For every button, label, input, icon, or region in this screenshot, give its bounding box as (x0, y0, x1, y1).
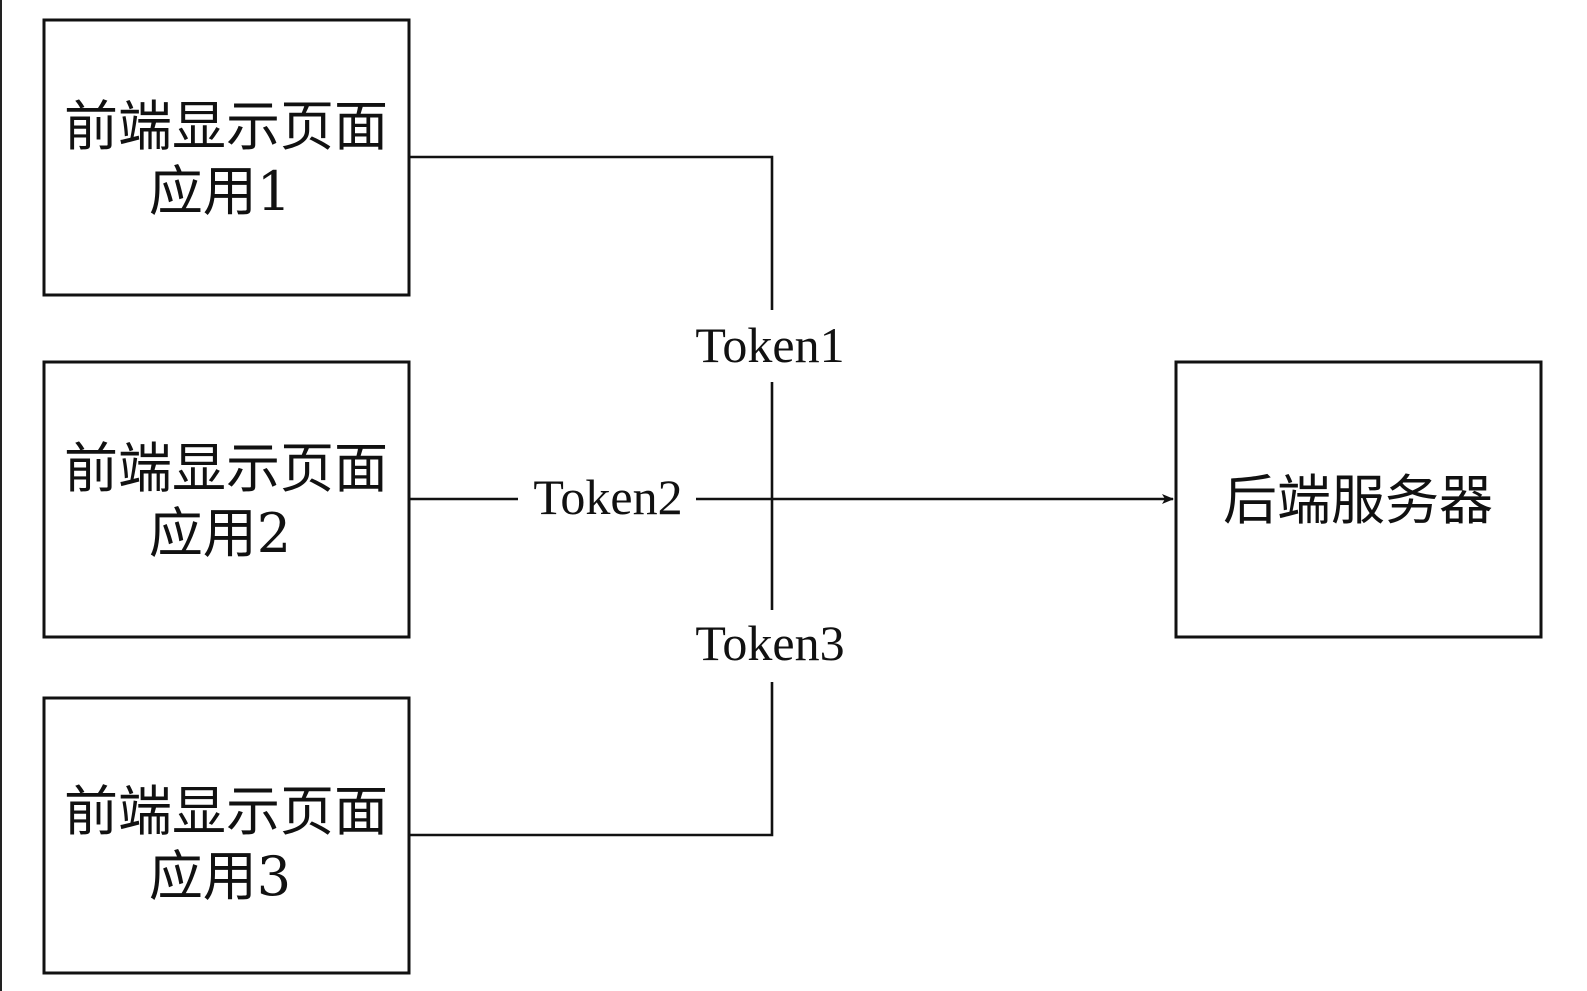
backend-server-label: 后端服务器 (1223, 469, 1493, 532)
frontend-app-3-line1: 前端显示页面 (64, 780, 388, 843)
frontend-app-3: 前端显示页面 应用3 (42, 696, 411, 975)
left-edge-line (0, 0, 2, 991)
connectors (408, 155, 1174, 837)
frontend-app-1: 前端显示页面 应用1 (42, 18, 411, 297)
token3-label: Token3 (695, 615, 844, 671)
frontend-app-2-line2: 应用2 (149, 502, 291, 565)
frontend-app-1-line1: 前端显示页面 (64, 95, 388, 158)
frontend-app-2-line1: 前端显示页面 (64, 437, 388, 500)
connector-app3 (408, 682, 774, 837)
connector-app1 (408, 155, 774, 310)
frontend-app-3-line2: 应用3 (149, 845, 291, 908)
token1-label: Token1 (695, 317, 844, 373)
token2-label: Token2 (533, 469, 682, 525)
frontend-app-1-line2: 应用1 (149, 160, 291, 223)
backend-server: 后端服务器 (1174, 360, 1543, 639)
frontend-app-2: 前端显示页面 应用2 (42, 360, 411, 639)
